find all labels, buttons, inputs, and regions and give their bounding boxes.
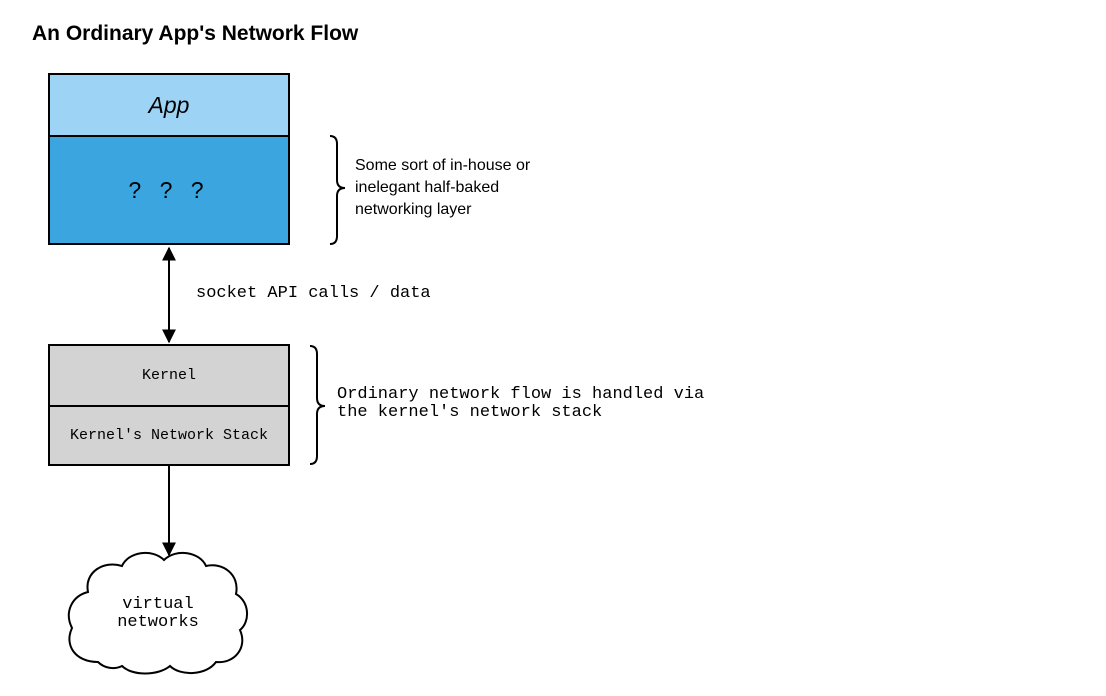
app-note-line: networking layer <box>355 201 472 218</box>
app-note: Some sort of in-house or inelegant half-… <box>355 155 530 221</box>
cloud-label-line: networks <box>117 613 199 632</box>
cloud-icon <box>67 551 248 675</box>
app-networking-layer: ? ? ? <box>50 137 288 243</box>
app-note-line: inelegant half-baked <box>355 179 500 196</box>
kernel-note: Ordinary network flow is handled via the… <box>337 386 704 422</box>
app-header: App <box>50 75 288 137</box>
app-box: App ? ? ? <box>48 73 290 245</box>
app-note-line: Some sort of in-house or <box>355 157 531 174</box>
diagram-title: An Ordinary App's Network Flow <box>32 22 359 45</box>
kernel-note-line: Ordinary network flow is handled via <box>337 385 705 404</box>
kernel-label: Kernel <box>50 346 288 407</box>
kernel-note-line: the kernel's network stack <box>337 403 603 422</box>
cloud-label-line: virtual <box>122 595 194 614</box>
kernel-box: Kernel Kernel's Network Stack <box>48 344 290 466</box>
kernel-network-stack-label: Kernel's Network Stack <box>69 427 269 444</box>
app-brace-icon <box>329 135 346 245</box>
kernel-brace-icon <box>309 345 326 465</box>
cloud-label: virtual networks <box>83 596 233 632</box>
connection-label: socket API calls / data <box>196 284 431 303</box>
